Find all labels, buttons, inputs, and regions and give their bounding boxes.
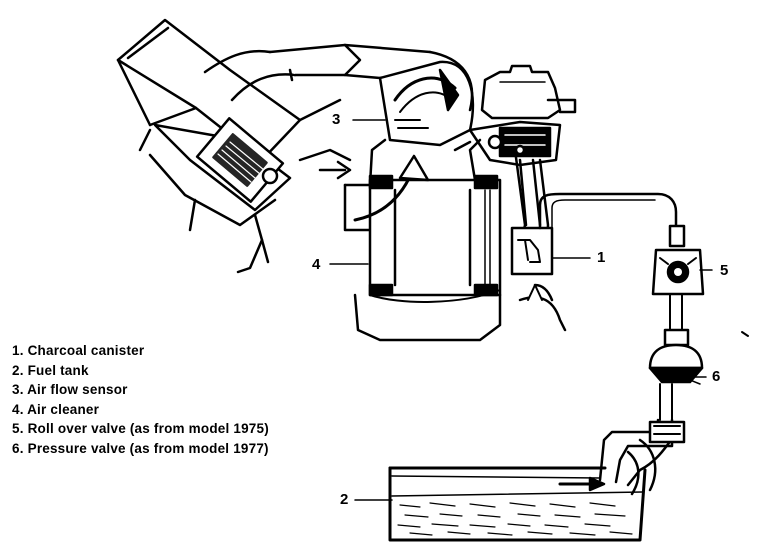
callout-4: 4 xyxy=(312,256,321,273)
callout-6: 6 xyxy=(712,368,721,385)
component-legend: 1. Charcoal canister 2. Fuel tank 3. Air… xyxy=(12,341,269,459)
leader-lines xyxy=(329,119,713,501)
legend-item-charcoal-canister: 1. Charcoal canister xyxy=(12,343,145,358)
legend-item-fuel-tank: 2. Fuel tank xyxy=(12,362,89,378)
legend-item-air-cleaner: 4. Air cleaner xyxy=(12,401,100,417)
pressure-valve xyxy=(648,328,704,421)
legend-item-pressure-valve: 6. Pressure valve (as from model 1977) xyxy=(12,440,269,456)
legend-item-roll-over-valve: 5. Roll over valve (as from model 1975) xyxy=(12,421,269,437)
air-cleaner-housing xyxy=(343,138,502,342)
callout-2: 2 xyxy=(340,491,349,508)
stray-mark xyxy=(741,331,749,337)
roll-over-valve xyxy=(651,224,705,331)
callout-5: 5 xyxy=(720,262,729,279)
air-flow-sensor xyxy=(378,50,577,167)
legend-item-air-flow-sensor: 3. Air flow sensor xyxy=(12,382,128,398)
intake-pipe-assembly xyxy=(116,18,432,274)
callout-3: 3 xyxy=(332,111,341,128)
fuel-tank xyxy=(388,418,686,542)
callout-1: 1 xyxy=(597,249,606,266)
charcoal-canister xyxy=(510,148,678,332)
